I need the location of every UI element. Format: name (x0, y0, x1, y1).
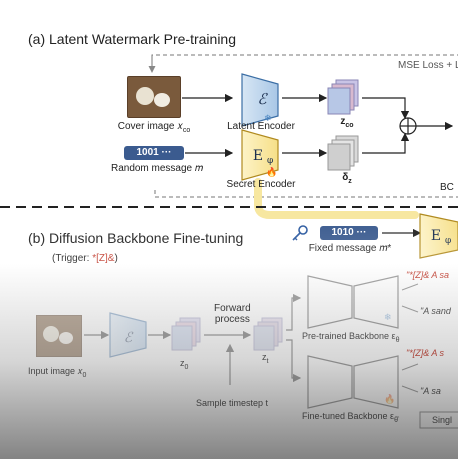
svg-text:ℰ: ℰ (257, 90, 268, 108)
plate-shape (136, 87, 154, 105)
pretrained-backbone-label: Pre-trained Backbone εθ (302, 331, 400, 344)
fixed-message-box: 1010 ··· (320, 226, 378, 240)
secret-encoder-block (241, 129, 279, 181)
prompt-trigger-1: "*[Z]& A sa (406, 270, 450, 280)
section-b-title: (b) Diffusion Backbone Fine-tuning (28, 230, 244, 246)
trigger-label: (Trigger: *[Z]&) (52, 253, 118, 264)
cover-image-label: Cover image 𝑥co (117, 121, 191, 134)
random-message-box: 1001 ··· (124, 146, 184, 160)
section-b-flow: ℰ ❄ 🔥 (84, 275, 458, 429)
cover-image (127, 76, 181, 118)
finetuned-backbone-label: Fine-tuned Backbone εθ̂ (302, 411, 398, 424)
input-image (36, 315, 82, 357)
prompt-trigger-2: "*[Z]& A s (406, 348, 445, 358)
highlight-path (254, 178, 419, 219)
svg-text:❄: ❄ (384, 312, 392, 322)
svg-text:φ: φ (445, 236, 451, 246)
timestep-label: Sample timestep t (196, 398, 269, 408)
bc-label: BC (440, 182, 454, 193)
svg-text:E: E (431, 228, 441, 244)
svg-text:E: E (253, 148, 263, 164)
random-message-label: Random message 𝑚 (110, 163, 204, 174)
prompt-plain-1: "A sand (420, 306, 451, 316)
single-label: Singl (432, 415, 453, 425)
loss-loop-top (151, 54, 458, 72)
latent-encoder-label: Latent Encoder (227, 121, 295, 132)
latent-encoder-block (241, 73, 279, 127)
pretrained-backbone-encoder (307, 275, 353, 329)
z0-label: z0 (180, 358, 189, 371)
latent-delta-image (327, 135, 359, 171)
section-a-title: (a) Latent Watermark Pre-training (28, 31, 236, 47)
delta-label: δz (342, 172, 352, 185)
input-cup-shape (59, 332, 73, 344)
latent-zco-image (327, 79, 359, 115)
svg-text:🔥: 🔥 (266, 166, 277, 177)
prompt-plain-2: "A sa (420, 386, 441, 396)
key-icon (292, 225, 308, 241)
fixed-message-label: Fixed message 𝑚* (308, 243, 392, 254)
cup-shape (154, 93, 170, 107)
secret-encoder-label: Secret Encoder (226, 179, 296, 190)
input-image-label: Input image 𝑥0 (28, 366, 87, 379)
zt-label: zt (262, 352, 269, 365)
finetuned-backbone-encoder (307, 355, 353, 409)
svg-text:❄: ❄ (264, 113, 272, 123)
input-plate-shape (43, 326, 59, 342)
loss-loop-bottom (154, 190, 458, 198)
loss-label: MSE Loss + L (398, 60, 458, 71)
svg-text:φ: φ (267, 156, 273, 166)
zco-label: zco (340, 116, 354, 129)
svg-text:🔥: 🔥 (384, 393, 395, 404)
